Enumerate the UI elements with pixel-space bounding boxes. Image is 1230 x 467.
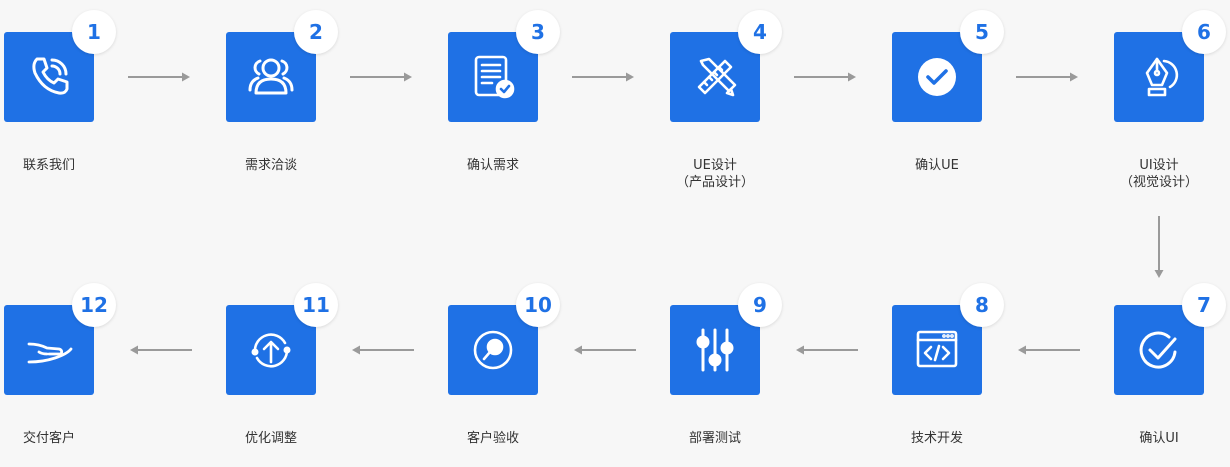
step-label: 优化调整 <box>244 431 297 446</box>
step-number: 12 <box>72 283 116 327</box>
step-6: 6 UI设计 （视觉设计） <box>1114 10 1226 190</box>
arrow-right <box>350 72 412 82</box>
step-label: 确认UE <box>915 158 959 173</box>
open-hand-icon <box>27 342 73 364</box>
step-3: 3 确认需求 <box>448 10 560 173</box>
step-label: 客户验收 <box>466 431 519 446</box>
step-label: 确认需求 <box>466 158 519 173</box>
arrow-left <box>130 345 192 355</box>
step-label: 交付客户 <box>22 431 75 446</box>
phone-icon <box>32 57 69 95</box>
arrow-left <box>1018 345 1080 355</box>
users-icon <box>248 58 294 95</box>
upload-cycle-icon <box>251 333 291 368</box>
sliders-icon <box>696 328 734 372</box>
arrow-left <box>796 345 858 355</box>
arrow-right <box>1016 72 1078 82</box>
arrow-left <box>574 345 636 355</box>
step-number: 10 <box>516 283 560 327</box>
check-circle-outline-icon <box>1139 331 1177 369</box>
step-number: 7 <box>1182 283 1226 327</box>
step-12: 12 交付客户 <box>4 283 116 446</box>
step-label: UE设计 （产品设计） <box>675 158 754 190</box>
step-tile <box>226 32 316 122</box>
arrow-right <box>128 72 190 82</box>
step-number: 11 <box>294 283 338 327</box>
arrow-right <box>572 72 634 82</box>
step-label: 技术开发 <box>910 431 963 446</box>
step-number: 9 <box>738 283 782 327</box>
step-number: 2 <box>294 10 338 54</box>
code-window-icon <box>916 330 958 368</box>
check-circle-icon <box>918 58 956 96</box>
step-number: 6 <box>1182 10 1226 54</box>
step-8: 8 技术开发 <box>892 283 1004 446</box>
step-tile <box>670 305 760 395</box>
step-number: 3 <box>516 10 560 54</box>
step-number: 1 <box>72 10 116 54</box>
step-11: 11 优化调整 <box>226 283 338 446</box>
step-2: 2 需求洽谈 <box>226 10 338 173</box>
step-number: 5 <box>960 10 1004 54</box>
step-9: 9 部署测试 <box>670 283 782 446</box>
step-label: 联系我们 <box>22 158 75 173</box>
step-number: 4 <box>738 10 782 54</box>
pen-nib-icon <box>1145 57 1179 97</box>
arrow-right <box>794 72 856 82</box>
step-5: 5 确认UE <box>892 10 1004 173</box>
step-label: UI设计 （视觉设计） <box>1119 158 1198 190</box>
step-label: 部署测试 <box>688 431 741 446</box>
step-7: 7 确认UI <box>1114 283 1226 446</box>
step-label: 需求洽谈 <box>244 158 297 173</box>
step-10: 10 客户验收 <box>448 283 560 446</box>
step-label: 确认UI <box>1139 431 1179 446</box>
arrow-down <box>1154 216 1164 278</box>
checklist-icon <box>474 55 515 99</box>
pencil-ruler-icon <box>697 57 737 97</box>
arrow-left <box>352 345 414 355</box>
step-4: 4 UE设计 （产品设计） <box>670 10 782 190</box>
magnifier-icon <box>473 330 513 370</box>
step-1: 1 联系我们 <box>4 10 116 173</box>
step-number: 8 <box>960 283 1004 327</box>
